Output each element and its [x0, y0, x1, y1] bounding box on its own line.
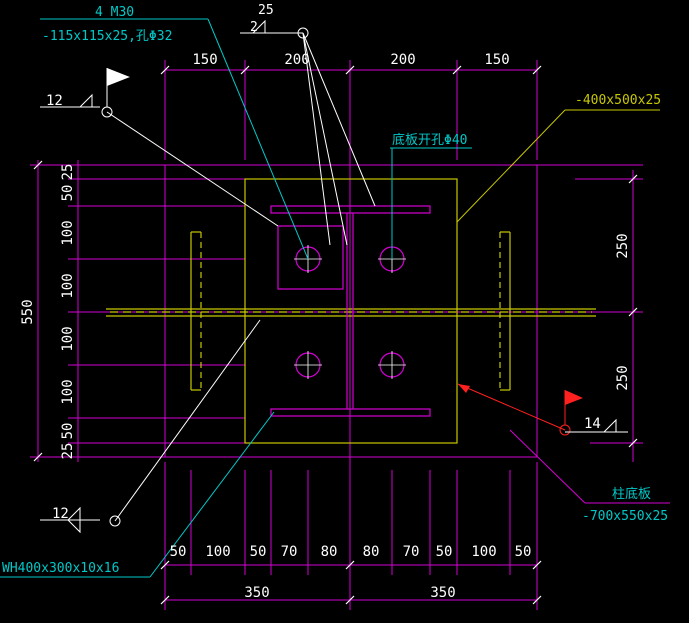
dim-bottom-fine-1: 100 — [205, 544, 230, 560]
dim-left-fine-6: 50 — [60, 423, 76, 440]
dim-bottom-fine-3: 70 — [281, 544, 298, 560]
annotation-text: 4 M30 -115x115x25,孔Φ32 25 2 -400x500x25 … — [2, 3, 668, 576]
dim-left-fine-4: 100 — [60, 326, 76, 351]
dim-bottom-fine-5: 80 — [363, 544, 380, 560]
weld-mark-top-left: 12 — [46, 93, 63, 109]
bolt-bottom-right — [378, 351, 406, 379]
red-leader — [457, 383, 566, 431]
dim-bottom-main-0: 350 — [244, 585, 269, 601]
weld-symbol-top — [252, 19, 309, 39]
dim-left-fine-1: 50 — [60, 185, 76, 202]
column-plate-title: 柱底板 — [612, 486, 651, 502]
left-fine-dimension-text: 25 50 100 100 100 100 50 25 — [60, 164, 76, 460]
base-hole-label: 底板开孔Φ40 — [392, 132, 467, 148]
bottom-main-dimension-text: 350 350 — [244, 585, 455, 601]
anchor-plate-label: -115x115x25,孔Φ32 — [42, 29, 172, 44]
dim-left-fine-5: 100 — [60, 379, 76, 404]
weld-mark-bottom-left: 12 — [52, 506, 69, 522]
steel-plates — [106, 178, 596, 444]
right-dimension-text: 250 250 — [615, 233, 631, 390]
column-plate-size: -700x550x25 — [582, 509, 668, 524]
weld-mark-right: 14 — [584, 416, 601, 432]
dim-bottom-fine-8: 100 — [471, 544, 496, 560]
dim-left-total: 550 — [20, 299, 36, 324]
weld-size-label: 25 — [258, 3, 274, 18]
white-leaders — [40, 32, 376, 522]
dim-left-fine-7: 25 — [60, 443, 76, 460]
cyan-leaders — [0, 18, 472, 578]
dim-left-fine-2: 100 — [60, 220, 76, 245]
weld-count-label: 2 — [250, 20, 258, 35]
dim-top-2: 200 — [390, 52, 415, 68]
dim-bottom-fine-0: 50 — [170, 544, 187, 560]
dim-top-1: 200 — [284, 52, 309, 68]
dimension-lines — [30, 60, 643, 610]
dimension-ticks — [33, 65, 638, 605]
dim-bottom-fine-7: 50 — [436, 544, 453, 560]
weld-symbol-top-left — [79, 68, 130, 118]
weld-symbol-right — [559, 390, 628, 436]
top-dimension-text: 150 200 200 150 — [192, 52, 509, 68]
dim-right-0: 250 — [615, 233, 631, 258]
dim-top-3: 150 — [484, 52, 509, 68]
dim-bottom-main-1: 350 — [430, 585, 455, 601]
cap-plate-label: -400x500x25 — [575, 93, 661, 108]
bolt-bottom-left — [294, 351, 322, 379]
dim-bottom-fine-4: 80 — [321, 544, 338, 560]
dim-left-fine-3: 100 — [60, 273, 76, 298]
yellow-leaders — [456, 109, 660, 223]
magenta-leaders — [509, 429, 670, 504]
dim-bottom-fine-6: 70 — [403, 544, 420, 560]
bottom-fine-dimension-text: 50 100 50 70 80 80 70 50 100 50 — [170, 544, 532, 560]
dim-left-fine-0: 25 — [60, 164, 76, 181]
dim-right-1: 250 — [615, 365, 631, 390]
dim-bottom-fine-2: 50 — [250, 544, 267, 560]
dim-bottom-fine-9: 50 — [515, 544, 532, 560]
h-section-column — [270, 205, 431, 417]
weld-symbol-bottom-left — [67, 506, 121, 534]
anchor-bolt-label: 4 M30 — [95, 5, 134, 20]
dim-top-0: 150 — [192, 52, 217, 68]
member-label: WH400x300x10x16 — [2, 561, 119, 576]
